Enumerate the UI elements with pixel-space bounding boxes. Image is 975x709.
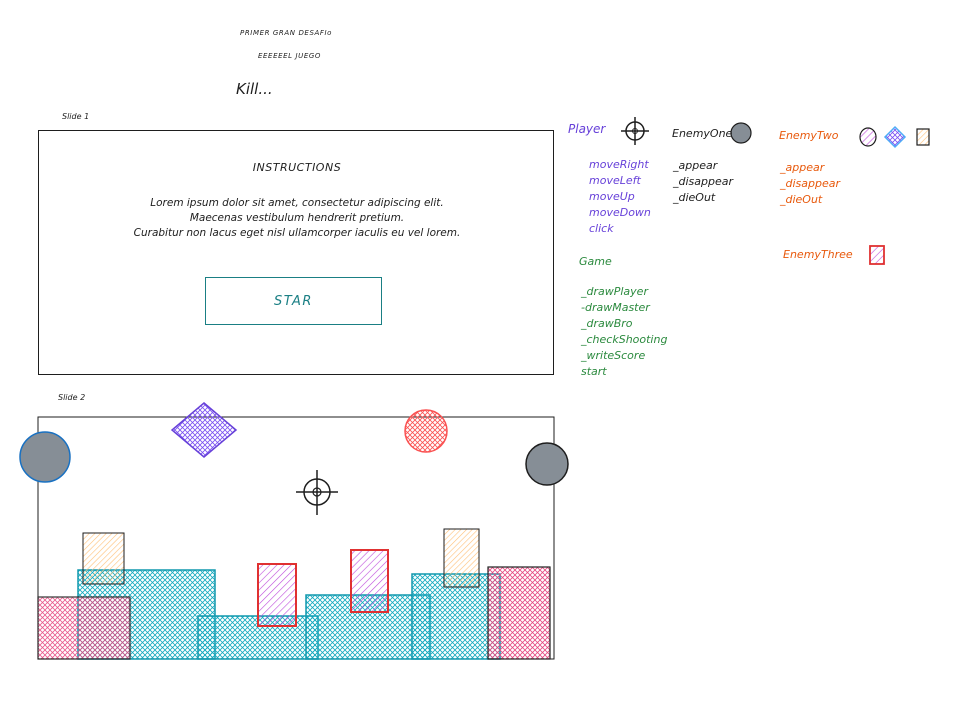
pink-block	[37, 596, 131, 660]
slide2-label: Slide 2	[58, 393, 86, 402]
slide1-label: Slide 1	[62, 112, 90, 121]
game-method: _drawPlayer	[581, 285, 648, 298]
enemy-one-circle	[525, 442, 569, 486]
player-method: moveLeft	[589, 174, 641, 187]
instructions-body: Lorem ipsum dolor sit amet, consectetur …	[39, 196, 555, 241]
page-title: PRIMER GRAN DESAFIo	[240, 29, 333, 37]
enemy-two-circle	[404, 409, 448, 453]
enemy-two-circle-icon	[859, 127, 877, 147]
instructions-line: Maecenas vestibulum hendrerit pretium.	[189, 212, 405, 224]
game-method: -drawMaster	[581, 301, 650, 314]
crosshair-icon	[296, 470, 338, 515]
game-methods: _drawPlayer -drawMaster _drawBro _checkS…	[581, 284, 667, 380]
pink-block	[487, 566, 551, 660]
slide1-frame: INSTRUCTIONS Lorem ipsum dolor sit amet,…	[38, 130, 554, 375]
enemy-two-method: _appear	[780, 161, 825, 174]
page-subtitle: EEEEEEL JUEGO	[258, 52, 322, 60]
enemy-two-diamond-icon	[883, 125, 907, 149]
player-method: moveUp	[589, 190, 635, 203]
player-method: moveDown	[589, 206, 651, 219]
game-method: _writeScore	[581, 349, 646, 362]
player-methods: moveRight moveLeft moveUp moveDown click	[589, 157, 651, 237]
enemy-one-methods: _appear _disappear _dieOut	[673, 158, 733, 206]
player-crosshair-icon	[621, 117, 649, 145]
peach-box	[82, 532, 125, 585]
teal-block	[411, 573, 501, 660]
enemy-one-method: _dieOut	[673, 191, 716, 204]
enemy-two-methods: _appear _disappear _dieOut	[780, 160, 840, 208]
enemy-two-method: _dieOut	[780, 193, 823, 206]
enemy-one-class-title: EnemyOne	[672, 127, 733, 140]
peach-box	[443, 528, 480, 588]
enemy-two-diamond	[170, 402, 238, 458]
player-method: moveRight	[589, 158, 649, 171]
enemy-one-circle	[19, 431, 71, 483]
enemy-two-class-title: EnemyTwo	[779, 129, 839, 142]
game-method: _checkShooting	[581, 333, 668, 346]
enemy-three-class-title: EnemyThree	[783, 248, 853, 261]
enemy-three-icon	[869, 245, 885, 265]
tagline: Kill...	[236, 80, 273, 98]
instructions-heading: INSTRUCTIONS	[252, 161, 342, 174]
game-method: _drawBro	[581, 317, 633, 330]
enemy-two-method: _disappear	[780, 177, 841, 190]
instructions-line: Lorem ipsum dolor sit amet, consectetur …	[150, 197, 444, 209]
player-method: click	[589, 222, 614, 235]
enemy-one-icon	[730, 122, 752, 144]
enemy-one-method: _disappear	[673, 175, 734, 188]
start-button[interactable]: STAR	[205, 277, 382, 325]
enemy-three-box	[350, 549, 389, 613]
enemy-two-box-icon	[916, 128, 930, 146]
instructions-line: Curabitur non lacus eget nisl ullamcorpe…	[133, 227, 461, 239]
enemy-three-box	[257, 563, 297, 627]
enemy-one-method: _appear	[673, 159, 718, 172]
game-method: start	[581, 365, 607, 378]
game-class-title: Game	[579, 255, 612, 268]
player-class-title: Player	[568, 122, 606, 136]
